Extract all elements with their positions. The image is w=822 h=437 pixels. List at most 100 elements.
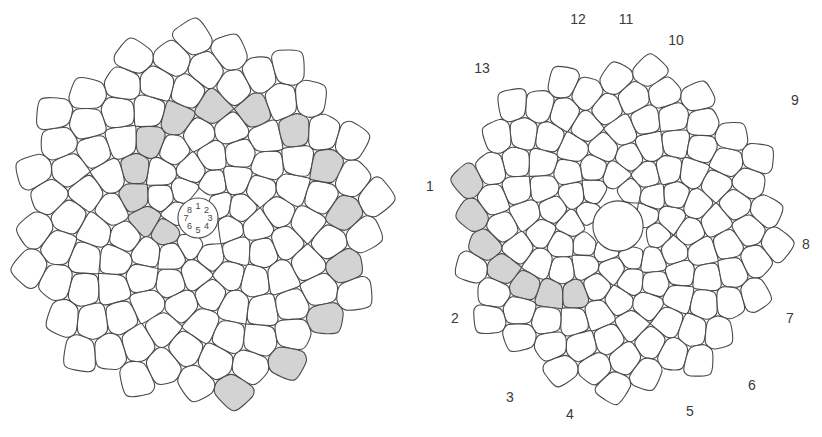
- cone-scale: [114, 38, 153, 73]
- cone-scale: [455, 251, 487, 283]
- parastichy-number: 13: [474, 61, 490, 75]
- cone-scale: [530, 176, 559, 203]
- shaded-scale: [268, 347, 306, 380]
- parastichy-number: 7: [183, 214, 188, 223]
- cone-scale: [309, 114, 340, 150]
- pine-cone-bottom-view: [451, 54, 794, 405]
- cone-scale: [503, 324, 537, 352]
- cone-scale: [529, 148, 558, 176]
- cone-scale: [549, 257, 574, 284]
- cone-scale: [595, 372, 631, 405]
- cone-scale: [358, 177, 395, 217]
- shaded-scale: [456, 198, 489, 231]
- cone-scale: [120, 361, 155, 396]
- pine-cone-top-view: [11, 18, 395, 411]
- cone-scale: [101, 97, 134, 127]
- cone-scale: [629, 358, 662, 390]
- cone-scale: [658, 338, 688, 371]
- cone-scale: [211, 34, 248, 70]
- cone-scale: [632, 54, 668, 87]
- cone-scale: [337, 277, 372, 311]
- cone-scale: [95, 333, 127, 369]
- cone-scale: [77, 303, 107, 339]
- cone-scale: [217, 290, 248, 324]
- cone-scale: [478, 278, 510, 307]
- cone-scale: [69, 77, 107, 108]
- cone-scale: [582, 180, 607, 203]
- shaded-scale: [121, 153, 149, 183]
- cone-scale: [100, 245, 132, 275]
- cone-scale: [172, 18, 212, 55]
- cone-scale: [158, 243, 186, 269]
- parastichy-number: 4: [566, 407, 574, 421]
- parastichy-number: 6: [748, 378, 756, 392]
- cone-scale: [510, 118, 537, 151]
- cone-scale: [693, 263, 721, 291]
- cone-scale: [241, 264, 269, 296]
- cone-scale: [178, 365, 215, 402]
- cone-scale: [665, 260, 694, 286]
- cone-scale: [474, 305, 506, 334]
- cone-scale: [687, 108, 719, 135]
- cone-center: [178, 198, 218, 238]
- cone-scale: [600, 62, 633, 95]
- cone-scale: [11, 249, 47, 289]
- parastichy-number: 11: [619, 12, 634, 26]
- cone-scale: [70, 108, 107, 138]
- cone-scale: [222, 237, 249, 265]
- cone-scale: [272, 50, 305, 85]
- cone-scale: [126, 264, 158, 292]
- shaded-scale: [136, 126, 165, 158]
- parastichy-number: 5: [195, 226, 200, 235]
- cone-scale: [16, 154, 52, 190]
- cone-scale: [554, 159, 583, 184]
- cone-scale: [742, 144, 774, 174]
- shaded-scale: [563, 279, 589, 308]
- cone-scale: [251, 151, 283, 180]
- shaded-scale: [214, 374, 254, 410]
- cone-scale: [526, 91, 554, 124]
- cone-scale: [741, 278, 772, 313]
- cone-scale: [41, 127, 77, 160]
- cone-scale: [17, 212, 53, 249]
- cone-scale: [715, 122, 748, 150]
- cone-scale: [242, 57, 276, 93]
- parastichy-number: 8: [802, 237, 810, 251]
- cone-scale: [705, 316, 733, 349]
- shaded-scale: [306, 303, 343, 334]
- cone-scale: [282, 146, 314, 177]
- cone-scale: [684, 345, 713, 377]
- cone-scale: [548, 66, 579, 98]
- parastichy-number: 2: [451, 311, 459, 325]
- cone-scale: [46, 299, 78, 337]
- cone-scale: [498, 89, 526, 122]
- parastichy-number: 7: [786, 311, 794, 325]
- cone-scale: [275, 319, 311, 349]
- cone-scale: [503, 297, 536, 324]
- cone-scale: [37, 98, 73, 130]
- cone-scale: [662, 130, 690, 158]
- shaded-scale: [451, 163, 483, 198]
- cone-scale: [482, 119, 511, 153]
- cone-scale: [247, 294, 278, 326]
- cone-scale: [761, 227, 794, 263]
- cone-scale: [635, 131, 663, 161]
- parastichy-number: 9: [791, 93, 799, 107]
- cone-scale: [543, 355, 578, 387]
- parastichy-number: 1: [426, 179, 434, 193]
- cone-scale: [98, 274, 130, 305]
- cone-scale: [502, 147, 529, 176]
- cone-scale: [335, 121, 369, 160]
- parastichy-number: 5: [686, 404, 694, 418]
- parastichy-number: 1: [195, 202, 200, 211]
- cone-scale: [346, 216, 383, 253]
- parastichy-number: 6: [187, 222, 192, 231]
- cone-center: [593, 201, 643, 251]
- parastichy-number: 8: [187, 205, 192, 214]
- parastichy-number: 4: [204, 222, 209, 231]
- parastichy-number: 10: [668, 33, 684, 47]
- cone-scale: [681, 81, 715, 111]
